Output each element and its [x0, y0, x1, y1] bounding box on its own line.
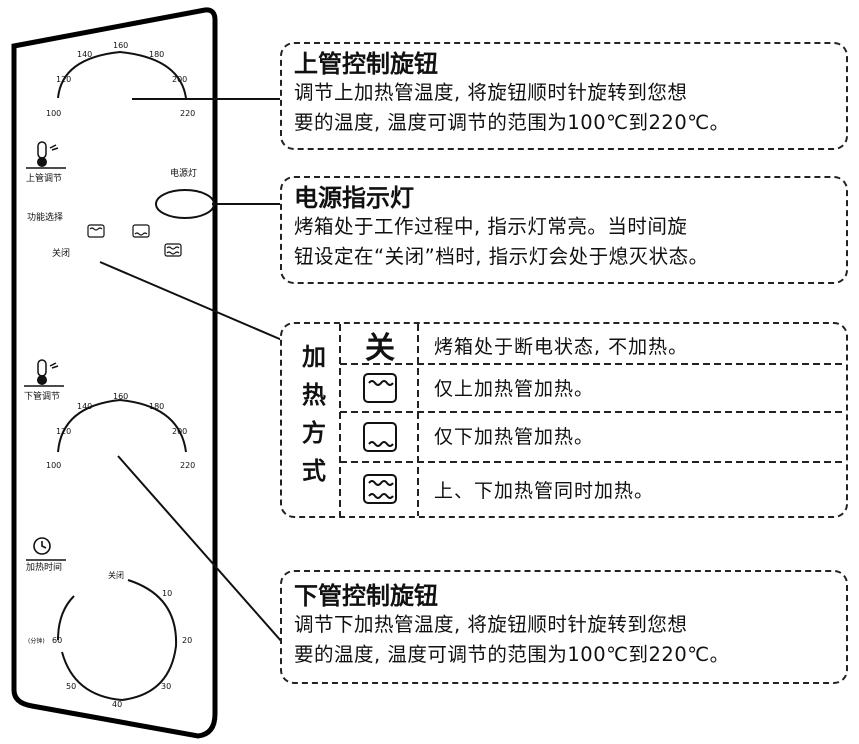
- upper-control-label: 上管调节: [26, 172, 62, 184]
- function-select-label: 功能选择: [27, 211, 63, 223]
- timer-dial-arc-left: [57, 595, 75, 641]
- timer-tick-off: 关闭: [108, 570, 124, 580]
- upper-dial-ticks: 100 120 140 160 180 200 220: [46, 41, 195, 118]
- top-heat-icon: [363, 373, 397, 403]
- power-light-title: 电源指示灯: [294, 184, 414, 212]
- control-panel-outline: [11, 7, 218, 739]
- upper-knob-line2: 要的温度, 温度可调节的范围为100℃到220℃。: [294, 111, 730, 134]
- timer-tick-60: 60: [52, 636, 62, 645]
- upper-tick-100: 100: [46, 109, 61, 118]
- heating-modes-char-3: 方: [302, 419, 326, 447]
- upper-knob-callout: 上管控制旋钮 调节上加热管温度, 将旋钮顺时针旋转到您想 要的温度, 温度可调节…: [280, 42, 848, 150]
- leader-heating-modes: [99, 261, 283, 341]
- power-light-callout: 电源指示灯 烤箱处于工作过程中, 指示灯常亮。当时间旋 钮设定在“关闭”档时, …: [280, 176, 848, 284]
- lower-control-label: 下管调节: [24, 390, 60, 402]
- bottom-heat-icon: [363, 422, 397, 452]
- leader-lower-knob: [117, 455, 283, 643]
- timer-tick-20: 20: [182, 636, 192, 645]
- timer-dial-arc: [61, 579, 178, 702]
- mode-row-top-heat: 仅上加热管加热。: [342, 364, 842, 416]
- timer-tick-40: 40: [112, 700, 122, 709]
- panel-top-bottom-heat-icon: [164, 243, 182, 257]
- upper-tick-180: 180: [149, 50, 164, 59]
- upper-tick-200: 200: [172, 75, 187, 84]
- mode-row-off: 关 烤箱处于断电状态, 不加热。: [342, 326, 842, 378]
- top-bottom-heat-icon: [363, 474, 397, 504]
- lower-tick-200: 200: [172, 427, 187, 436]
- timer-label: 加热时间: [26, 561, 62, 573]
- lower-tick-140: 140: [77, 402, 92, 411]
- off-symbol: 关: [365, 331, 395, 366]
- heating-modes-char-2: 热: [302, 381, 326, 409]
- heating-modes-char-4: 式: [302, 457, 326, 485]
- lower-tick-120: 120: [56, 427, 71, 436]
- mode-text-top-bottom-heat: 上、下加热管同时加热。: [434, 480, 655, 502]
- upper-heater-icon: [26, 141, 66, 169]
- off-label: 关闭: [52, 247, 70, 259]
- clock-icon: [26, 537, 66, 561]
- power-light-label: 电源灯: [170, 167, 197, 179]
- timer-dial-ticks: 关闭 10 20 30 40 50 60 (分钟): [28, 570, 192, 709]
- lower-heater-icon: [24, 359, 64, 387]
- upper-tick-160: 160: [113, 41, 128, 50]
- upper-knob-line1: 调节上加热管温度, 将旋钮顺时针旋转到您想: [294, 81, 688, 104]
- lower-tick-160: 160: [113, 392, 128, 401]
- lower-tick-100: 100: [46, 461, 61, 470]
- power-light-line2: 钮设定在“关闭”档时, 指示灯会处于熄灭状态。: [294, 245, 709, 268]
- timer-unit-label: (分钟): [28, 637, 45, 645]
- heating-modes-char-1: 加: [302, 343, 326, 371]
- upper-knob-title: 上管控制旋钮: [294, 50, 438, 78]
- power-light-line1: 烤箱处于工作过程中, 指示灯常亮。当时间旋: [294, 215, 688, 238]
- lower-knob-line2: 要的温度, 温度可调节的范围为100℃到220℃。: [294, 643, 730, 666]
- lower-knob-line1: 调节下加热管温度, 将旋钮顺时针旋转到您想: [294, 613, 688, 636]
- upper-tick-120: 120: [56, 75, 71, 84]
- lower-tick-220: 220: [180, 461, 195, 470]
- mode-text-top-heat: 仅上加热管加热。: [434, 378, 595, 400]
- mode-row-top-bottom-heat: 上、下加热管同时加热。: [342, 462, 842, 514]
- upper-dial-arc: [57, 50, 187, 99]
- mode-text-off: 烤箱处于断电状态, 不加热。: [434, 336, 689, 358]
- upper-tick-140: 140: [77, 50, 92, 59]
- mode-row-bottom-heat: 仅下加热管加热。: [342, 412, 842, 464]
- panel-top-heat-icon: [87, 224, 105, 238]
- panel-bottom-heat-icon: [132, 224, 150, 238]
- heating-modes-label: 加 热 方 式: [296, 338, 332, 490]
- timer-tick-10: 10: [162, 589, 172, 598]
- lower-knob-callout: 下管控制旋钮 调节下加热管温度, 将旋钮顺时针旋转到您想 要的温度, 温度可调节…: [280, 570, 848, 684]
- lower-dial-ticks: 100 120 140 160 180 200 220: [46, 392, 195, 470]
- lower-tick-180: 180: [149, 402, 164, 411]
- lower-knob-title: 下管控制旋钮: [294, 582, 438, 610]
- heating-modes-callout: [280, 322, 848, 518]
- upper-tick-220: 220: [180, 109, 195, 118]
- lower-dial-arc: [57, 398, 187, 453]
- mode-text-bottom-heat: 仅下加热管加热。: [434, 426, 595, 448]
- timer-tick-30: 30: [161, 682, 171, 691]
- timer-tick-50: 50: [66, 682, 76, 691]
